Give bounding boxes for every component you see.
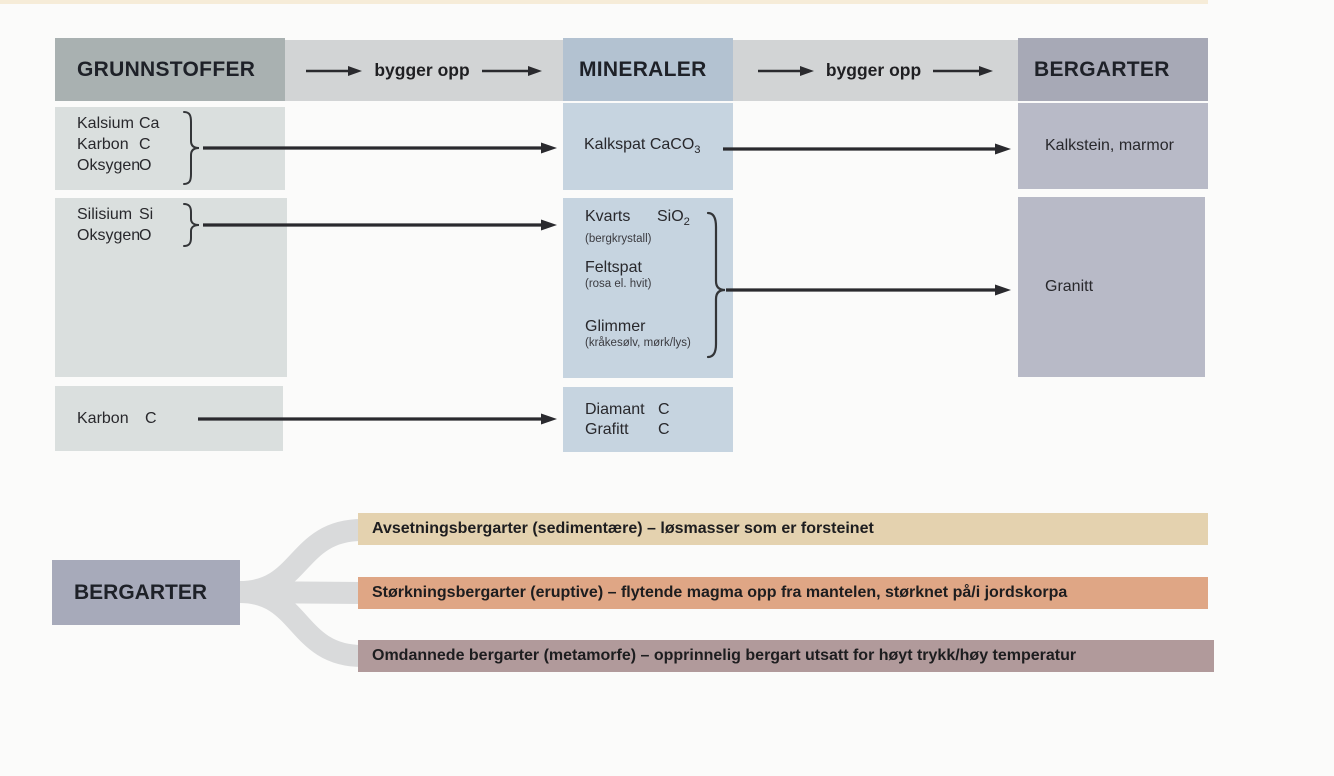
mineral-box-kalkspat: Kalkspat CaCO3 [563,103,733,190]
header-grunnstoffer: GRUNNSTOFFER [55,38,285,101]
elements-box-karbon: Karbon C [55,386,283,451]
top-accent-bar [0,0,1208,4]
branch-sedimentary: Avsetningsbergarter (sedimentære) – løsm… [358,513,1208,545]
element-name: Kalsium [77,115,134,132]
mineral-kalkspat-label: Kalkspat CaCO3 [584,136,701,157]
arrow-right-icon [306,65,363,76]
element-symbol: O [139,157,152,174]
mineral-symbol: C [658,420,670,438]
bottom-bergarter-box: BERGARTER [52,560,240,625]
element-symbol: O [139,227,152,244]
elements-box-kalsium: Kalsium Ca Karbon C Oksygen O [55,107,285,190]
mineral-name: Grafitt [585,420,629,438]
mineral-feltspat-note: (rosa el. hvit) [585,278,652,291]
element-symbol: C [139,136,151,153]
mineral-glimmer: Glimmer [585,318,646,336]
element-symbol: C [145,410,157,427]
branch-metamorphic: Omdannede bergarter (metamorfe) – opprin… [358,640,1214,672]
rock-box-kalkstein: Kalkstein, marmor [1018,103,1208,189]
element-name: Oksygen [77,157,141,174]
element-name: Silisium [77,206,133,223]
link-strip-1: bygger opp [285,40,563,101]
mineral-box-kvarts-feltspat-glimmer: Kvarts SiO2 (bergkrystall) Feltspat (ros… [563,198,733,378]
header-mineraler: MINERALER [563,38,733,101]
mineral-kvarts: Kvarts SiO2 [585,208,690,229]
arrow-right-icon [933,65,994,76]
mineral-glimmer-note: (kråkesølv, mørk/lys) [585,337,691,350]
elements-box-silisium: Silisium Si Oksygen O [55,198,287,377]
link-label: bygger opp [374,60,470,80]
element-name: Karbon [77,136,129,153]
mineral-name: Diamant [585,400,645,418]
arrow-right-icon [757,65,814,76]
link-label: bygger opp [825,60,922,80]
mineral-box-diamant-grafitt: Diamant C Grafitt C [563,387,733,452]
arrow-minerals-to-granitt [726,284,1011,296]
element-symbol: Ca [139,115,160,132]
header-bergarter: BERGARTER [1018,38,1208,101]
element-name: Karbon [77,410,129,427]
link-strip-2: bygger opp [733,40,1018,101]
rock-box-granitt: Granitt [1018,197,1205,377]
arrow-right-icon [481,65,542,76]
element-symbol: Si [139,206,154,223]
arrow-kalkspat-to-kalkstein [723,143,1011,155]
element-name: Oksygen [77,227,141,244]
mineral-symbol: C [658,400,670,418]
branch-eruptive: Størkningsbergarter (eruptive) – flytend… [358,577,1208,609]
mineral-feltspat: Feltspat [585,259,642,277]
mineral-kvarts-note: (bergkrystall) [585,233,652,246]
